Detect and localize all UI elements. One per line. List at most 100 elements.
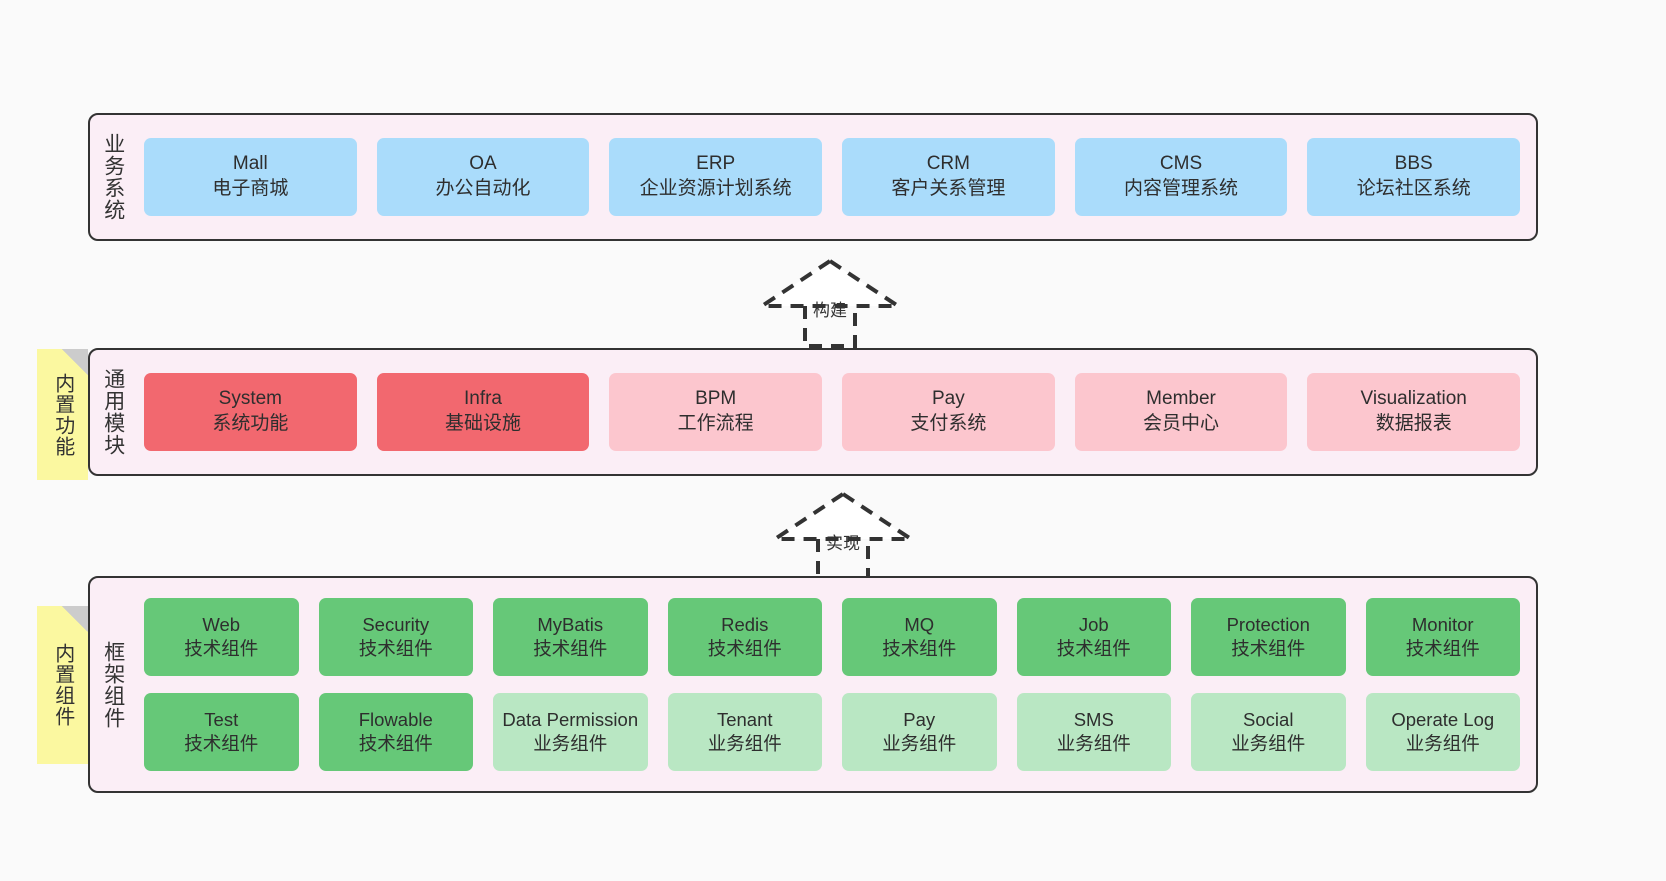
node-redis[interactable]: Redis 技术组件 xyxy=(667,598,822,676)
node-pay-module-cn: 支付系统 xyxy=(910,413,987,434)
node-web-cn: 技术组件 xyxy=(184,638,259,659)
node-crm-en: CRM xyxy=(926,153,970,175)
node-erp-cn: 企业资源计划系统 xyxy=(639,178,792,199)
framework-tech-row: Web 技术组件 Security 技术组件 MyBatis 技术组件 Redi… xyxy=(144,598,1520,676)
node-test-cn: 技术组件 xyxy=(184,733,259,754)
note-builtin-functions-label: 内置功能 xyxy=(51,372,74,457)
node-job[interactable]: Job 技术组件 xyxy=(1016,598,1171,676)
arrow-build-glyph xyxy=(755,258,905,348)
node-oa-cn: 办公自动化 xyxy=(435,178,531,199)
node-visualization-en: Visualization xyxy=(1360,388,1467,410)
arrow-realize-glyph xyxy=(768,491,918,581)
business-systems-row: Mall 电子商城 OA 办公自动化 ERP 企业资源计划系统 CRM 客户关系… xyxy=(144,138,1521,216)
node-mall-cn: 电子商城 xyxy=(212,178,289,199)
common-modules-row: System 系统功能 Infra 基础设施 BPM 工作流程 Pay 支付系统… xyxy=(144,373,1521,451)
node-test[interactable]: Test 技术组件 xyxy=(144,693,299,771)
node-mybatis-cn: 技术组件 xyxy=(533,638,608,659)
node-job-en: Job xyxy=(1078,613,1109,635)
node-oa[interactable]: OA 办公自动化 xyxy=(376,138,590,216)
node-tenant-cn: 业务组件 xyxy=(707,733,782,754)
arrow-realize-label: 实现 xyxy=(826,534,860,553)
node-security-en: Security xyxy=(362,613,430,635)
node-operate-log[interactable]: Operate Log 业务组件 xyxy=(1365,693,1520,771)
arrow-build: 构建 xyxy=(755,256,905,348)
node-web-en: Web xyxy=(202,613,241,635)
node-operate-log-cn: 业务组件 xyxy=(1405,733,1480,754)
node-visualization-cn: 数据报表 xyxy=(1375,413,1452,434)
node-visualization[interactable]: Visualization 数据报表 xyxy=(1307,373,1521,451)
node-data-permission-cn: 业务组件 xyxy=(533,733,608,754)
layer-body-framework-components: Web 技术组件 Security 技术组件 MyBatis 技术组件 Redi… xyxy=(136,578,1536,791)
node-system[interactable]: System 系统功能 xyxy=(144,373,357,451)
node-sms[interactable]: SMS 业务组件 xyxy=(1016,693,1171,771)
node-flowable[interactable]: Flowable 技术组件 xyxy=(318,693,473,771)
layer-title-business-systems: 业务系统 xyxy=(101,133,125,221)
framework-biz-row: Test 技术组件 Flowable 技术组件 Data Permission … xyxy=(144,693,1520,771)
node-test-en: Test xyxy=(204,708,239,730)
node-system-cn: 系统功能 xyxy=(212,413,289,434)
node-flowable-en: Flowable xyxy=(358,708,433,730)
node-bpm[interactable]: BPM 工作流程 xyxy=(609,373,823,451)
node-sms-cn: 业务组件 xyxy=(1056,733,1131,754)
node-mybatis[interactable]: MyBatis 技术组件 xyxy=(493,598,648,676)
node-bbs-en: BBS xyxy=(1394,153,1433,175)
node-bpm-cn: 工作流程 xyxy=(677,413,754,434)
node-mall[interactable]: Mall 电子商城 xyxy=(144,138,357,216)
arrow-realize: 实现 xyxy=(768,489,918,581)
node-flowable-cn: 技术组件 xyxy=(358,733,433,754)
node-web[interactable]: Web 技术组件 xyxy=(144,598,299,676)
note-builtin-components-label: 内置组件 xyxy=(51,643,74,727)
layer-business-systems: 业务系统 Mall 电子商城 OA 办公自动化 ERP 企业资源计划系统 CRM… xyxy=(88,113,1538,241)
node-redis-cn: 技术组件 xyxy=(707,638,782,659)
node-tenant[interactable]: Tenant 业务组件 xyxy=(667,693,822,771)
node-cms[interactable]: CMS 内容管理系统 xyxy=(1074,138,1288,216)
note-builtin-functions: 内置功能 xyxy=(37,349,88,480)
note-builtin-components: 内置组件 xyxy=(37,606,88,764)
node-cms-en: CMS xyxy=(1159,153,1203,175)
node-mybatis-en: MyBatis xyxy=(537,613,604,635)
node-system-en: System xyxy=(218,388,283,410)
node-tenant-en: Tenant xyxy=(716,708,773,730)
node-data-permission-en: Data Permission xyxy=(502,708,639,730)
layer-title-common-modules: 通用模块 xyxy=(101,368,125,456)
layer-title-framework-components: 框架组件 xyxy=(101,640,125,729)
node-data-permission[interactable]: Data Permission 业务组件 xyxy=(493,693,648,771)
node-pay-component-cn: 业务组件 xyxy=(882,733,957,754)
node-mq[interactable]: MQ 技术组件 xyxy=(842,598,997,676)
node-mall-en: Mall xyxy=(232,153,268,175)
node-sms-en: SMS xyxy=(1073,708,1114,730)
node-social[interactable]: Social 业务组件 xyxy=(1191,693,1346,771)
node-pay-module-en: Pay xyxy=(931,388,965,410)
node-pay-module[interactable]: Pay 支付系统 xyxy=(842,373,1055,451)
node-security-cn: 技术组件 xyxy=(358,638,433,659)
node-pay-component[interactable]: Pay 业务组件 xyxy=(842,693,997,771)
node-crm-cn: 客户关系管理 xyxy=(891,178,1006,199)
node-erp[interactable]: ERP 企业资源计划系统 xyxy=(609,138,823,216)
node-bbs[interactable]: BBS 论坛社区系统 xyxy=(1307,138,1521,216)
node-bbs-cn: 论坛社区系统 xyxy=(1356,178,1471,199)
node-job-cn: 技术组件 xyxy=(1056,638,1131,659)
layer-framework-components: 框架组件 Web 技术组件 Security 技术组件 MyBatis 技术组件… xyxy=(88,576,1538,793)
node-infra[interactable]: Infra 基础设施 xyxy=(376,373,590,451)
node-operate-log-en: Operate Log xyxy=(1391,708,1495,730)
node-redis-en: Redis xyxy=(721,613,769,635)
node-protection-cn: 技术组件 xyxy=(1231,638,1306,659)
node-crm[interactable]: CRM 客户关系管理 xyxy=(842,138,1055,216)
layer-body-common-modules: System 系统功能 Infra 基础设施 BPM 工作流程 Pay 支付系统… xyxy=(136,350,1536,474)
node-monitor-cn: 技术组件 xyxy=(1405,638,1480,659)
node-cms-cn: 内容管理系统 xyxy=(1124,178,1239,199)
node-monitor-en: Monitor xyxy=(1411,613,1474,635)
node-member[interactable]: Member 会员中心 xyxy=(1074,373,1288,451)
node-member-en: Member xyxy=(1146,388,1216,410)
node-social-cn: 业务组件 xyxy=(1231,733,1306,754)
arrow-build-label: 构建 xyxy=(813,301,847,320)
node-security[interactable]: Security 技术组件 xyxy=(318,598,473,676)
node-monitor[interactable]: Monitor 技术组件 xyxy=(1365,598,1520,676)
layer-body-business-systems: Mall 电子商城 OA 办公自动化 ERP 企业资源计划系统 CRM 客户关系… xyxy=(136,115,1536,239)
layer-common-modules: 通用模块 System 系统功能 Infra 基础设施 BPM 工作流程 Pay… xyxy=(88,348,1538,476)
node-protection[interactable]: Protection 技术组件 xyxy=(1191,598,1346,676)
node-social-en: Social xyxy=(1243,708,1294,730)
node-bpm-en: BPM xyxy=(695,388,737,410)
node-pay-component-en: Pay xyxy=(903,708,936,730)
